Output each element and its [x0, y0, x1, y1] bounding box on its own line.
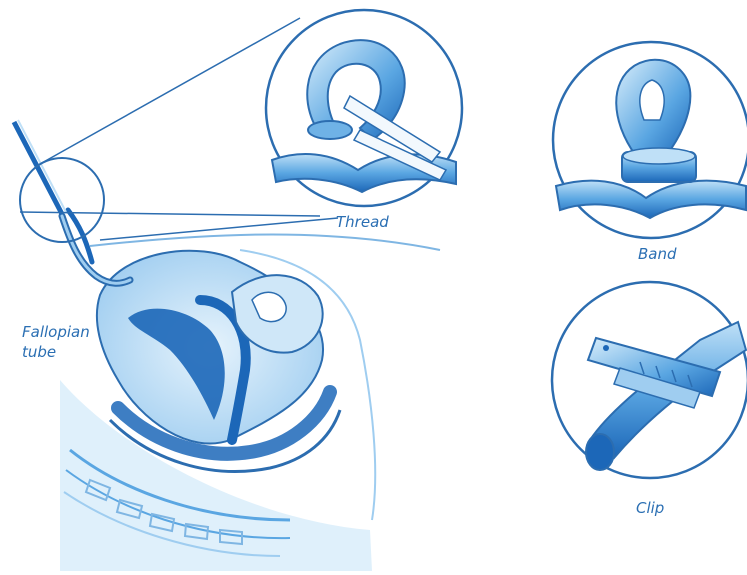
band-label: Band: [638, 244, 677, 264]
band-zoom-circle: [553, 42, 747, 238]
clip-zoom-circle: [552, 282, 747, 478]
clip-label: Clip: [636, 498, 664, 518]
fallopian-label-line2: tube: [22, 342, 56, 362]
magnifier-circle: [20, 158, 104, 242]
thread-label: Thread: [336, 212, 389, 232]
instrument-icon: [14, 120, 66, 214]
fallopian-label-line1: Fallopian: [22, 322, 90, 342]
thread-zoom-circle: [266, 10, 462, 206]
